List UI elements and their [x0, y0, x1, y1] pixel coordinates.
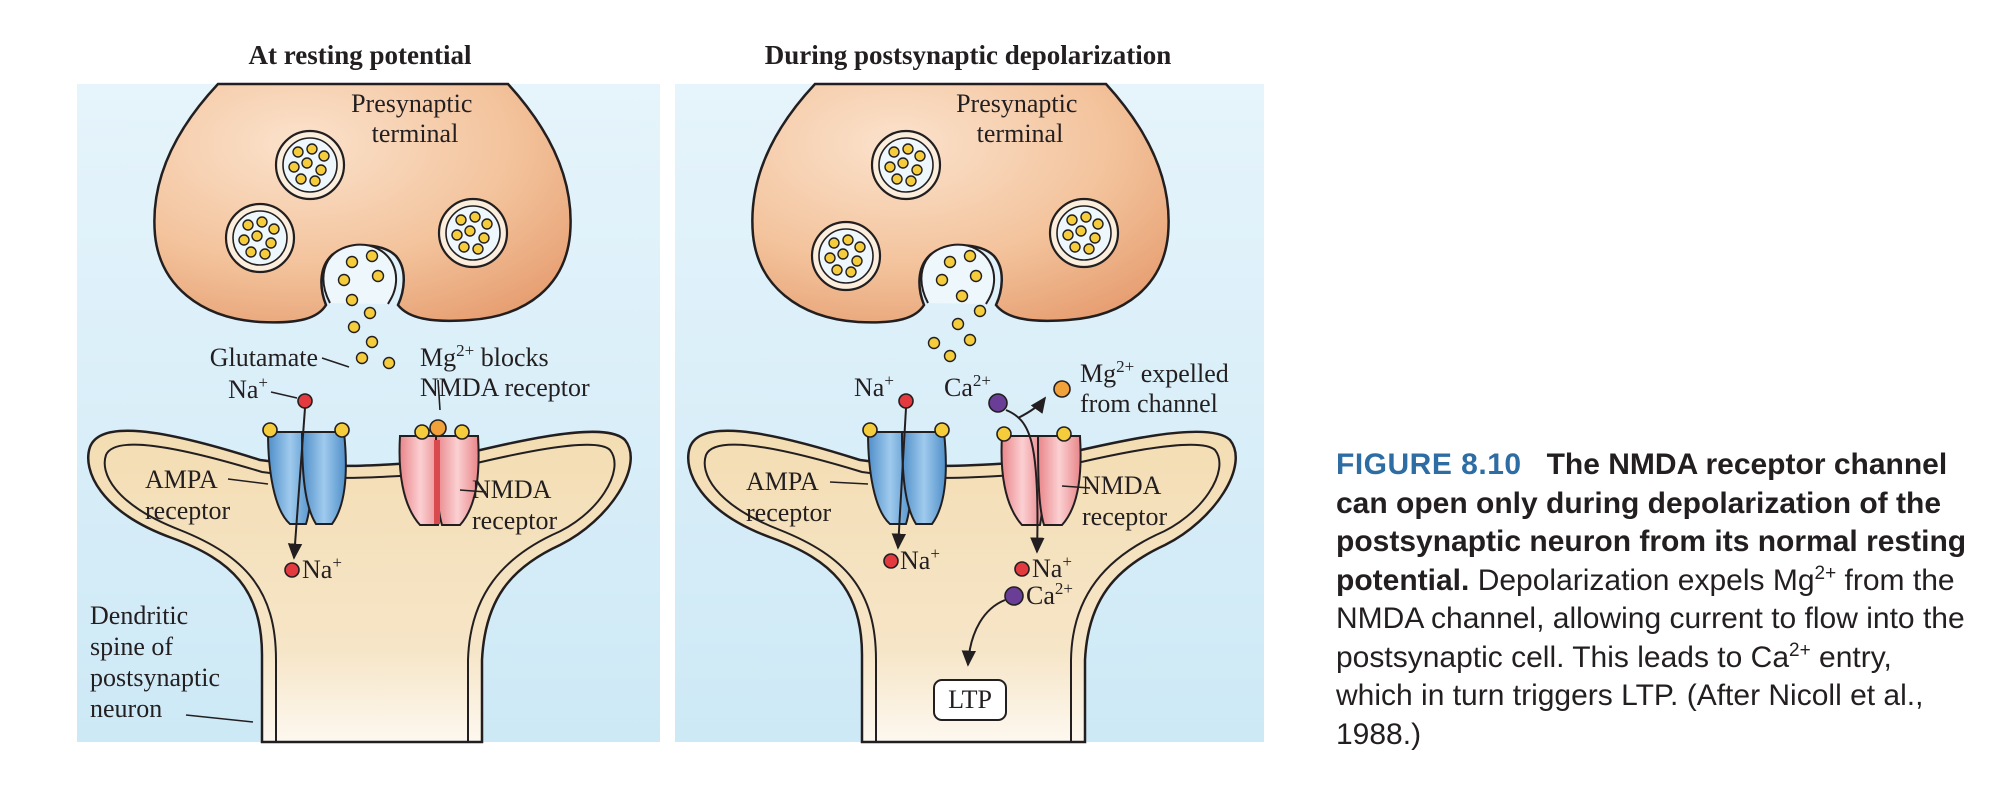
nmda-receptor [961, 380, 1082, 667]
ampa-leader-line [829, 481, 869, 485]
figure-title: The NMDA receptor channel can open only … [1336, 448, 1967, 597]
postsynaptic-spine [687, 429, 1237, 744]
panel-depolarized-title: During postsynaptic depolarization [765, 40, 1172, 70]
synaptic-vesicle [437, 197, 509, 269]
magnesium-ion [1053, 380, 1071, 398]
figure-body-sup-2: 2+ [1789, 639, 1811, 661]
postsynaptic-membrane-inner [703, 443, 1221, 742]
presynaptic-label: Presynaptic terminal [351, 89, 479, 148]
sodium-flow-arrow [891, 407, 907, 550]
figure-number: FIGURE 8.10 [1336, 448, 1522, 481]
ltp-box [933, 679, 1007, 721]
figure-body-1: Depolarization expels Mg [1477, 563, 1815, 597]
mg-block-label-line2: NMDA receptor [420, 373, 590, 402]
synaptic-vesicle [1048, 197, 1120, 269]
ampa-receptor [262, 393, 350, 578]
nmda-label: NMDA receptor [472, 475, 558, 535]
synaptic-vesicle [224, 202, 296, 274]
calcium-bottom-label: Ca2+ [1026, 579, 1073, 610]
sodium-ion [898, 393, 914, 409]
synaptic-vesicle [870, 129, 942, 201]
ampa-receptor [862, 393, 950, 569]
synaptic-vesicle [274, 129, 346, 201]
mg-leader-line [437, 379, 441, 411]
panel-depolarized: During postsynaptic depolarization [675, 40, 1264, 744]
released-glutamate [927, 249, 987, 363]
sodium-flow-arrow [287, 407, 306, 560]
sodium-top-label: Na+ [854, 371, 894, 402]
presynaptic-label: Presynaptic terminal [956, 89, 1084, 148]
released-glutamate [337, 249, 396, 370]
mg-expelled-label: Mg2+ expelled [1080, 357, 1229, 388]
sodium-bottom-ampa-label: Na+ [900, 544, 940, 575]
mg-expel-arrow [1017, 396, 1047, 419]
sodium-ion [297, 393, 313, 409]
ltp-label: LTP [948, 685, 992, 714]
panel-resting-title: At resting potential [249, 40, 472, 70]
postsynaptic-spine [87, 429, 632, 744]
nmda-receptor [398, 419, 480, 526]
figure-caption: FIGURE 8.10 The NMDA receptor channel ca… [1336, 446, 1976, 754]
calcium-ion [1004, 586, 1024, 606]
magnesium-ion [429, 419, 447, 437]
figure-body-sup-1: 2+ [1814, 562, 1837, 584]
synaptic-vesicle [810, 220, 882, 292]
ampa-label: AMPA receptor [145, 465, 231, 525]
ltp-arrow [961, 599, 1006, 667]
nmda-leader-line [459, 489, 487, 493]
sodium-ion [883, 553, 899, 569]
calcium-flow-arrow [1005, 409, 1045, 554]
sodium-bottom-nmda-label: Na+ [1032, 552, 1072, 583]
sodium-ion [1014, 561, 1030, 577]
glutamate-leader-line [321, 357, 350, 368]
spine-label: Dendritic spine of postsynaptic neuron [90, 601, 227, 723]
mg-block-label: Mg2+ blocks [420, 341, 549, 372]
mg-expelled-label-line2: from channel [1080, 389, 1218, 418]
sodium-ion [284, 562, 300, 578]
sodium-top-label: Na+ [228, 373, 268, 404]
figure-body-2: from the NMDA channel, allowing current … [1336, 563, 1965, 674]
glutamate-label: Glutamate [210, 343, 318, 372]
panel-resting: At resting potential [77, 40, 660, 744]
postsynaptic-membrane-inner [103, 443, 616, 742]
sodium-leader-line [270, 391, 298, 399]
spine-leader-line [185, 714, 254, 723]
nmda-label: NMDA receptor [1082, 471, 1168, 531]
ampa-label: AMPA receptor [746, 467, 832, 527]
calcium-ion [988, 393, 1008, 413]
sodium-bottom-label: Na+ [302, 553, 342, 584]
nmda-leader-line [1061, 485, 1091, 489]
calcium-top-label: Ca2+ [944, 371, 991, 402]
figure-body-3: entry, which in turn triggers LTP. (Afte… [1336, 640, 1924, 751]
ampa-leader-line [227, 478, 269, 485]
